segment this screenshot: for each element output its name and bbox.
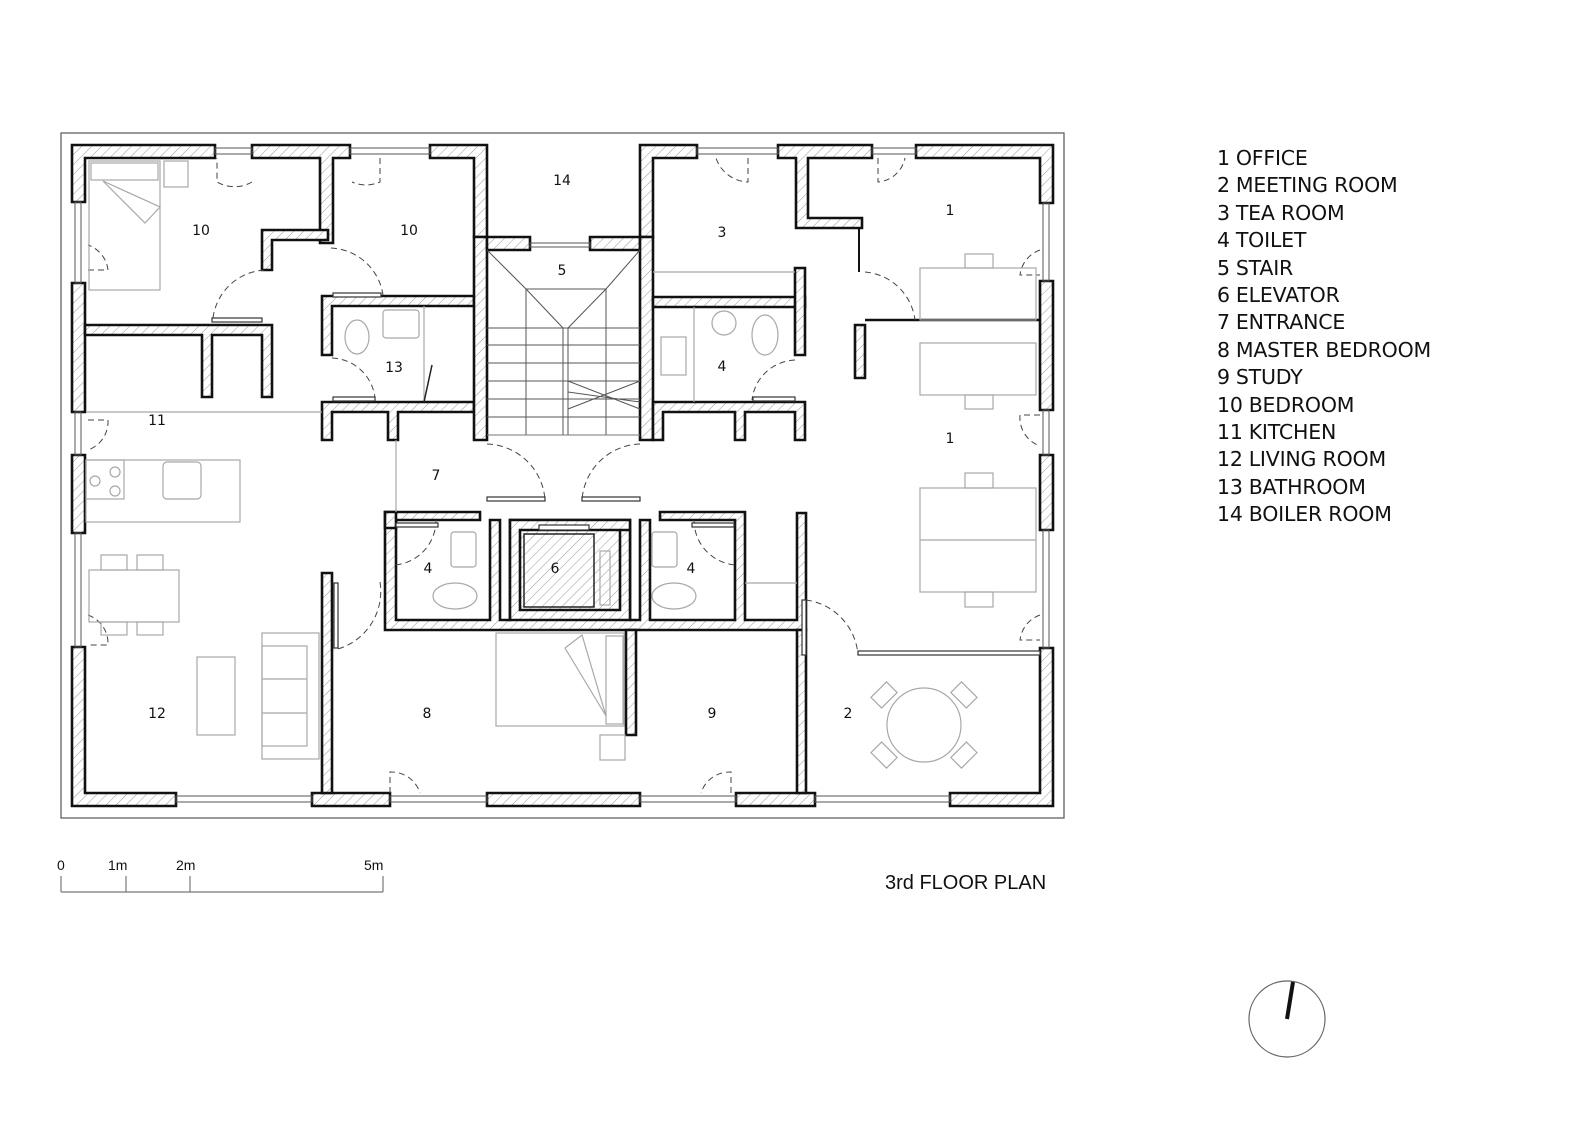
room-label-elevator: 6 <box>551 561 560 577</box>
room-label-bedroom: 10 <box>192 223 210 239</box>
room-label-toilet: 4 <box>687 561 696 577</box>
room-labels: 10 10 14 3 1 5 13 4 11 1 7 4 6 4 12 8 9 … <box>148 173 954 722</box>
room-label-tea-room: 3 <box>718 225 727 241</box>
room-label-entrance: 7 <box>432 468 441 484</box>
north-arrow-icon <box>1248 980 1326 1058</box>
scale-label-1m: 1m <box>108 857 128 873</box>
interior-walls <box>83 228 1040 795</box>
scale-label-2m: 2m <box>176 857 196 873</box>
scale-bar <box>60 876 384 893</box>
building-outline <box>60 132 1065 819</box>
room-label-bathroom: 13 <box>385 360 403 376</box>
exterior-walls <box>70 143 1055 808</box>
room-label-kitchen: 11 <box>148 413 166 429</box>
plan-title: 3rd FLOOR PLAN <box>885 872 1047 894</box>
room-label-toilet: 4 <box>718 359 727 375</box>
room-label-stair: 5 <box>558 263 567 279</box>
room-label-meeting-room: 2 <box>844 706 853 722</box>
room-label-boiler-room: 14 <box>553 173 571 189</box>
room-label-bedroom: 10 <box>400 223 418 239</box>
room-label-study: 9 <box>708 706 717 722</box>
stair-drawing <box>486 249 641 436</box>
room-label-office: 1 <box>946 203 955 219</box>
room-label-toilet: 4 <box>424 561 433 577</box>
furniture <box>85 160 1037 769</box>
room-label-living-room: 12 <box>148 706 166 722</box>
room-label-office: 1 <box>946 431 955 447</box>
scale-label-0: 0 <box>57 857 65 873</box>
room-label-master-bedroom: 8 <box>423 706 432 722</box>
scale-label-5m: 5m <box>364 857 384 873</box>
door-swings <box>87 157 1041 794</box>
windows <box>74 147 1050 803</box>
